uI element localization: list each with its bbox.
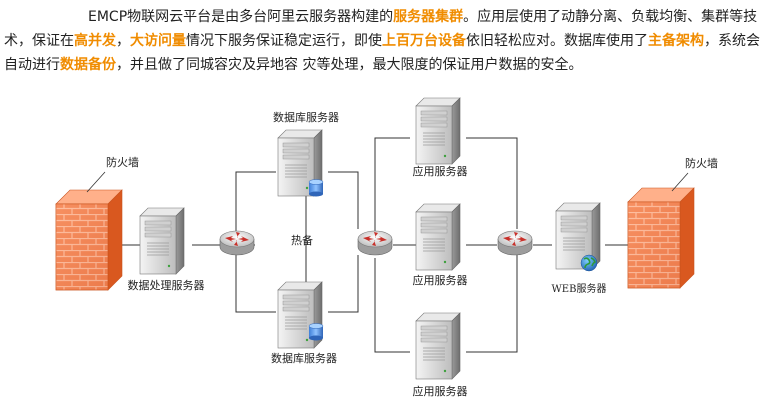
- firewall-right-icon: [627, 187, 695, 289]
- globe-icon: [580, 254, 598, 272]
- db-server-bottom-icon: [277, 281, 324, 349]
- firewall-right-label: 防火墙: [685, 156, 718, 170]
- highlight-master-slave: 主备架构: [648, 33, 704, 49]
- intro-text: ，: [116, 33, 130, 49]
- app-server-1-icon: [415, 97, 461, 165]
- data-processing-server-icon: [139, 207, 185, 275]
- highlight-high-concurrency: 高并发: [74, 33, 116, 49]
- link-router-to-app-1: [374, 137, 410, 232]
- intro-text: EMCP物联网云平台是由多台阿里云服务器构建的: [88, 9, 394, 25]
- firewall-right-callout: [671, 172, 689, 192]
- highlight-high-traffic: 大访问量: [130, 33, 186, 49]
- highlight-million-devices: 上百万台设备: [382, 33, 466, 49]
- link-db-top-to-router: [328, 171, 359, 229]
- link-db-bottom-to-router: [328, 255, 359, 313]
- app-server-3-label: 应用服务器: [413, 384, 468, 398]
- db-server-top-icon: [277, 129, 324, 197]
- db-server-top-label: 数据库服务器: [273, 110, 339, 124]
- app-server-2-label: 应用服务器: [413, 273, 468, 287]
- data-processing-server-label: 数据处理服务器: [128, 278, 205, 292]
- router-2-icon: [357, 230, 393, 256]
- link-router-to-app-3: [374, 258, 410, 353]
- web-server-icon: [555, 202, 601, 272]
- link-router-to-db-bottom: [235, 244, 276, 313]
- network-links: [110, 137, 628, 353]
- intro-paragraph: EMCP物联网云平台是由多台阿里云服务器构建的服务器集群。应用层使用了动静分离、…: [0, 0, 770, 77]
- intro-text: ，并且做了同城容灾及异地容 灾等处理，最大限度的保证用户数据的安全。: [116, 57, 583, 73]
- highlight-data-backup: 数据备份: [60, 57, 116, 73]
- router-3-icon: [497, 230, 533, 256]
- highlight-server-cluster: 服务器集群: [393, 9, 464, 25]
- intro-text: 。应用层使用了动静分离、负载均衡、集群等技术，保证在: [4, 9, 758, 49]
- link-app-1-to-router: [466, 137, 518, 229]
- database-icon: [308, 323, 324, 341]
- firewall-left-icon: [55, 189, 123, 291]
- app-server-1-label: 应用服务器: [413, 164, 468, 178]
- intro-text: ，系统会自动进行: [4, 33, 760, 73]
- link-app-3-to-router: [466, 255, 518, 353]
- intro-text: 情况下服务保证稳定运行，即使: [186, 33, 382, 49]
- web-server-label: WEB服务器: [552, 282, 607, 295]
- app-server-2-icon: [415, 203, 461, 271]
- db-server-bottom-label: 数据库服务器: [271, 351, 337, 365]
- app-server-3-icon: [415, 312, 461, 380]
- database-icon: [308, 179, 324, 197]
- hot-standby-label: 热备: [291, 233, 313, 247]
- firewall-left-label: 防火墙: [106, 155, 139, 169]
- router-1-icon: [219, 230, 255, 256]
- firewall-left-callout: [86, 171, 106, 193]
- intro-text: 依旧轻松应对。数据库使用了: [466, 33, 648, 49]
